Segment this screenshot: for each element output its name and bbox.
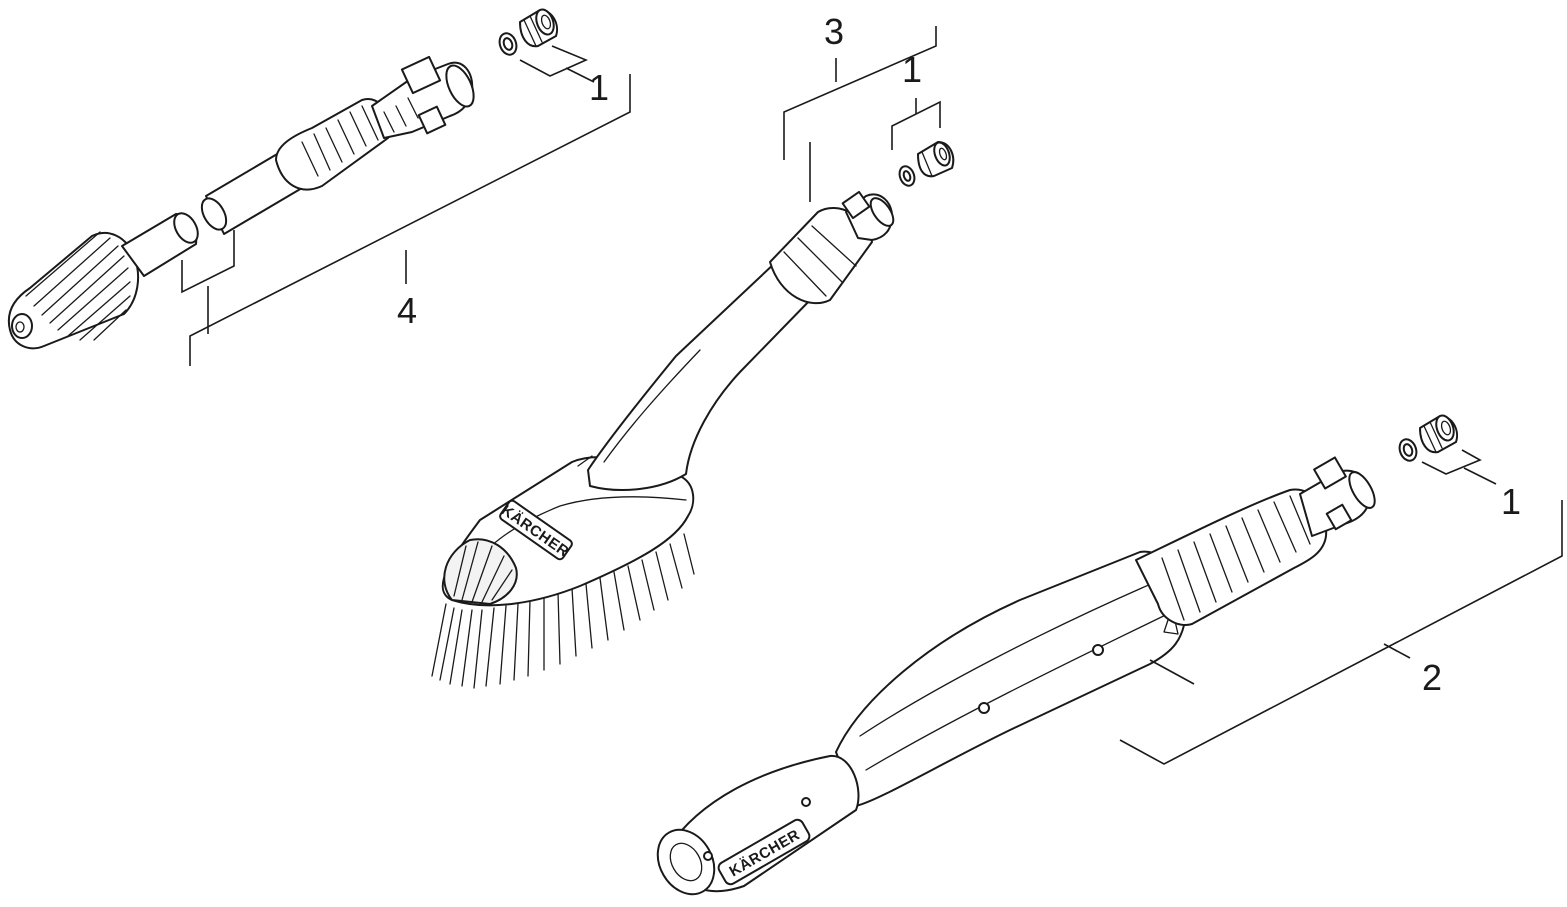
brush-coupling: [841, 190, 895, 241]
lance-ribbed-grip: [1135, 488, 1328, 626]
lance-screw-1: [978, 702, 990, 714]
callout-1-top: 1: [589, 67, 609, 108]
lance-screw-2: [1092, 644, 1104, 656]
part-1-oring-nut-right: [1398, 414, 1458, 462]
callout-4: 4: [397, 290, 417, 331]
nozzle-screw: [801, 797, 811, 807]
part-1-oring-nut-top: [498, 8, 558, 56]
lance-body: [835, 550, 1188, 807]
nozzle-screw-2: [703, 851, 713, 861]
brush-neck: [587, 261, 815, 491]
tube-lower: [121, 212, 199, 277]
part-4-rotary-nozzle-lance: [7, 55, 475, 350]
lance-nozzle-housing: KÄRCHER: [656, 754, 860, 896]
part-3-wash-brush: KÄRCHER: [431, 190, 895, 689]
lance-coupling: [1299, 456, 1376, 537]
grip-sleeve: [275, 98, 390, 191]
callout-2: 2: [1422, 657, 1442, 698]
brush-collar: [769, 207, 873, 305]
part-2-spray-lance: KÄRCHER: [656, 456, 1376, 896]
callout-labels: 1 4 3 1 1 2: [397, 11, 1521, 698]
nozzle-cone: [7, 231, 140, 350]
brush-end-cap: [443, 538, 518, 605]
callout-3: 3: [824, 11, 844, 52]
part-1-oring-nut-mid: [898, 141, 955, 187]
callout-1-right: 1: [1501, 481, 1521, 522]
leader-lines: [181, 26, 1563, 765]
coupling-head: [371, 55, 475, 139]
callout-1-mid: 1: [902, 49, 922, 90]
brush-bristles: [431, 533, 695, 689]
